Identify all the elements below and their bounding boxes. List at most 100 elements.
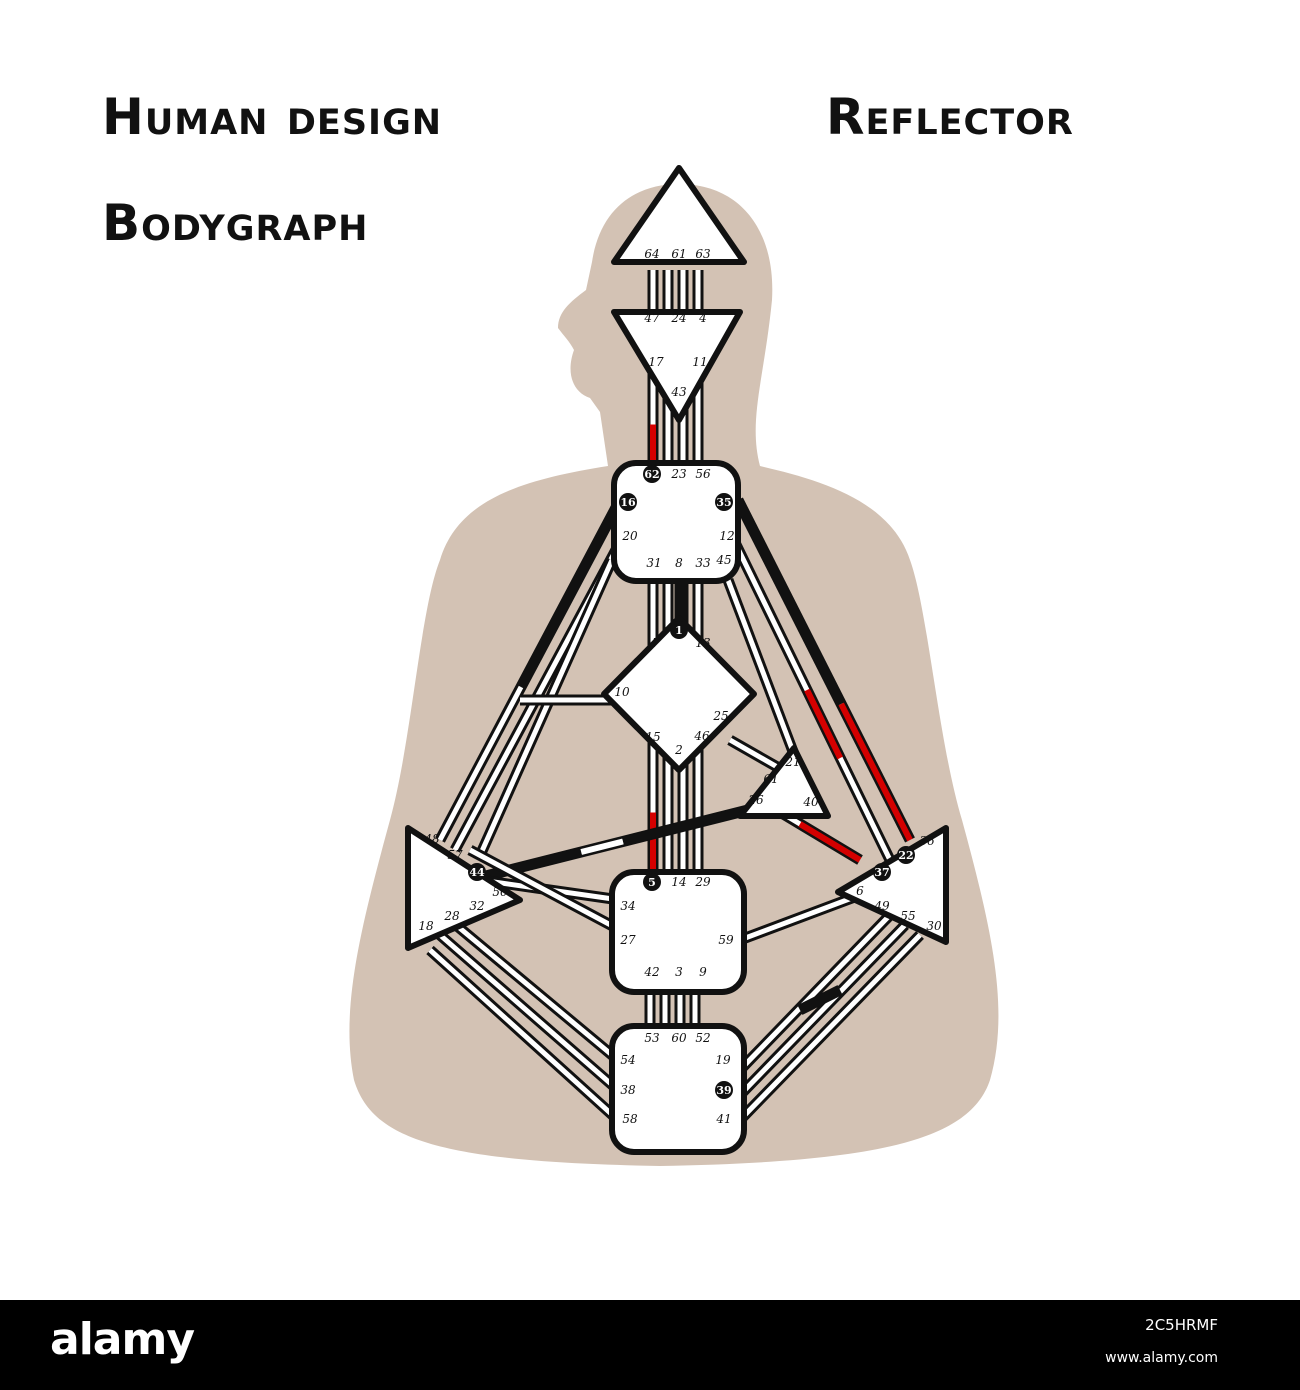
gate-label: 50 [492,885,508,899]
gate-label: 25 [712,709,728,723]
channel [739,892,861,943]
gate-label: 9 [699,965,707,979]
center-g [601,615,757,773]
gate-label: 4 [698,311,707,325]
gate-label: 20 [621,529,638,543]
gate-label: 10 [614,685,630,699]
channel-defined [797,985,843,1015]
footer-bar: alamy 2C5HRMF www.alamy.com [0,1300,1300,1390]
site-url: www.alamy.com [1105,1350,1218,1366]
channel [738,913,892,1072]
gate-label: 8 [675,556,683,570]
gate-label: 57 [447,848,463,862]
center-root [609,1023,747,1155]
gate-label: 46 [693,729,710,743]
title-line-2: Bodygraph [102,194,369,252]
channel [448,918,620,1062]
channel [468,847,622,933]
defined-gate-marker [670,621,688,639]
gate-label: 26 [747,793,764,807]
defined-gate-marker [715,493,733,511]
gate-label: 14 [671,875,686,889]
gate-label: 61 [763,772,778,786]
gate-label: 56 [695,467,711,481]
center-solar-plexus [835,825,949,945]
defined-gate-marker [715,1081,733,1099]
gate-label: 42 [643,965,659,979]
center-ajna [611,309,743,423]
gate-label: 30 [926,919,942,933]
defined-gate-marker [873,863,891,881]
gate-label: 59 [718,933,734,947]
channel-defined [580,838,624,855]
channel-defined [798,821,862,863]
gate-label: 39 [716,1084,731,1097]
gate-label: 40 [802,795,819,809]
gate-label: 48 [423,832,440,846]
channel [438,933,620,1092]
defined-gate-marker [643,873,661,891]
defined-gate-marker [468,863,486,881]
channel-defined [838,702,913,842]
gate-label: 37 [874,866,889,879]
gate-label: 49 [873,899,890,913]
gate-label: 38 [620,1083,636,1097]
center-heart [737,745,831,819]
gate-label: 2 [674,743,683,757]
gate-label: 1 [675,624,683,637]
channel [725,579,803,771]
center-throat [611,460,741,584]
gate-label: 18 [418,919,434,933]
gate-label: 15 [645,730,660,744]
gate-label: 62 [644,468,659,481]
gate-label: 19 [715,1053,731,1067]
gate-label: 7 [652,636,660,650]
center-sacral [609,869,747,995]
gate-label: 43 [670,385,687,399]
gate-label: 23 [670,467,687,481]
center-head [611,165,747,265]
channel-defined [621,805,750,846]
channel-defined [468,847,583,885]
defined-gate-marker [619,493,637,511]
gate-label: 6 [856,884,864,898]
channel-defined [517,497,624,690]
gate-label: 11 [692,355,707,369]
channel-defined [733,497,846,707]
gate-label: 36 [919,834,935,848]
channel-defined [804,688,843,760]
gate-label: 60 [671,1031,687,1045]
gate-label: 22 [898,849,913,862]
gate-label: 28 [443,909,460,923]
gate-label: 21 [784,755,800,769]
gate-label: 13 [695,636,711,650]
brand-logo: alamy [50,1314,195,1365]
gate-label: 35 [716,496,731,509]
gate-label: 61 [671,247,686,261]
gate-label: 54 [620,1053,635,1067]
gate-label: 29 [694,875,711,889]
channel [738,923,907,1097]
gate-label: 5 [648,876,656,889]
gate-label: 47 [643,311,660,325]
gate-label: 63 [695,247,711,261]
gate-label: 64 [644,247,659,261]
gate-label: 53 [644,1031,660,1045]
channel [738,933,922,1122]
gate-label: 33 [695,556,711,570]
centers-layer [405,165,949,1155]
gate-label: 16 [620,496,636,509]
channel [475,558,615,862]
gate-label: 44 [469,866,485,879]
channel [428,948,620,1122]
gate-label: 24 [670,311,686,325]
type-label: Reflector [826,88,1074,146]
gate-label: 3 [675,965,683,979]
image-id: 2C5HRMF [1145,1316,1218,1334]
center-spleen [405,825,523,951]
gate-label: 31 [646,556,661,570]
gate-label: 58 [622,1112,638,1126]
gate-label: 41 [715,1112,731,1126]
